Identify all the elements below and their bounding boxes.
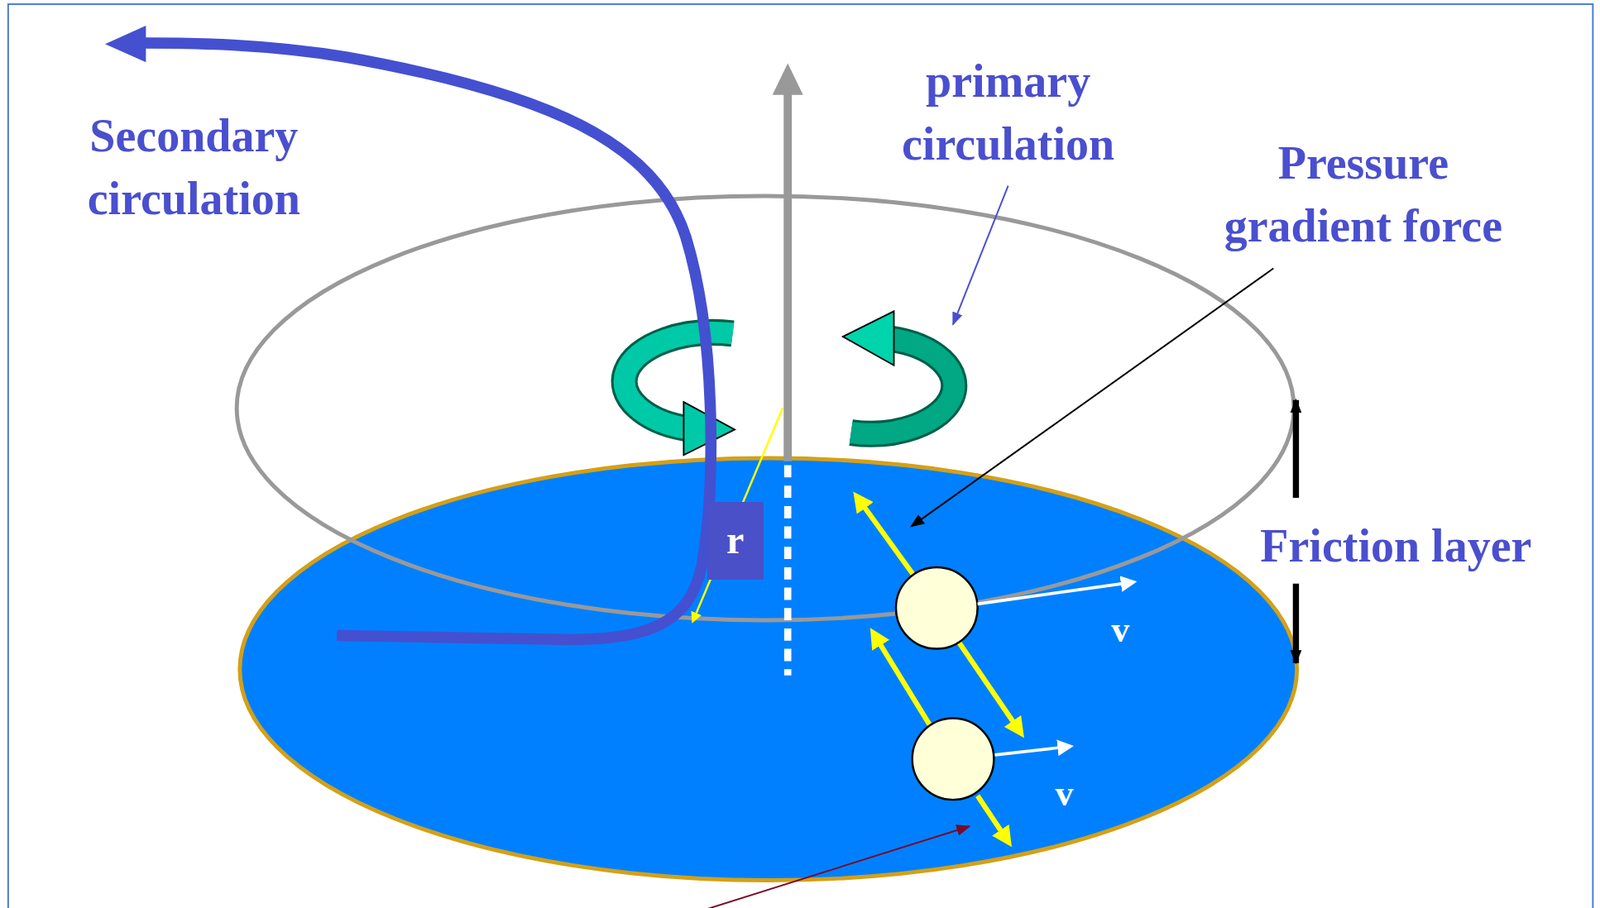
velocity-label: v [1111,609,1130,652]
circulation-label: Secondary circulation [69,104,318,230]
radius-box: r [707,502,764,580]
circulation-label: primary circulation [884,49,1133,176]
force-label: Pressure gradient force [1206,131,1521,258]
radius-symbol: r [726,518,744,563]
velocity-label: v [1054,773,1074,815]
layer-label: Friction layer [1259,514,1532,578]
